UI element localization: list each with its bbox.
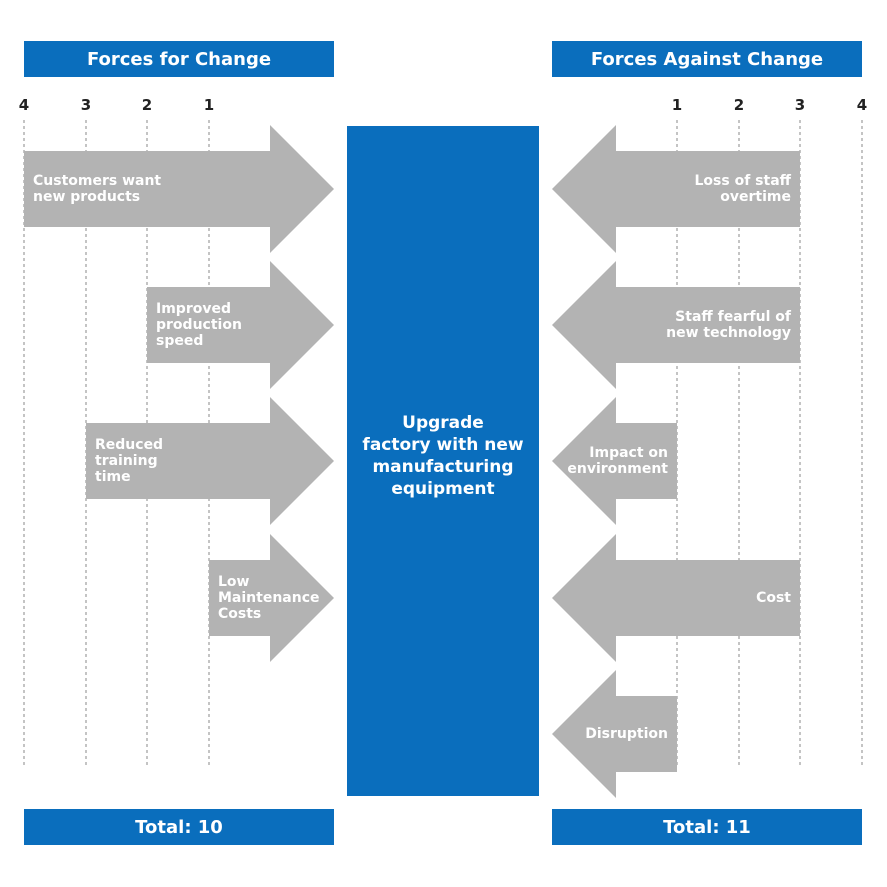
total-for: Total: 10 bbox=[24, 809, 334, 845]
scale-label-right-1: 1 bbox=[672, 96, 682, 114]
force-for-arrow-1 bbox=[24, 125, 334, 253]
scale-label-right-3: 3 bbox=[795, 96, 805, 114]
scale-label-left-2: 2 bbox=[142, 96, 152, 114]
scale-label-left-3: 3 bbox=[81, 96, 91, 114]
force-for-label-1: Customers want new products bbox=[33, 173, 162, 205]
force-for-arrow-4 bbox=[209, 534, 334, 662]
forces-for-header: Forces for Change bbox=[24, 41, 334, 77]
force-against-arrow-4 bbox=[552, 534, 800, 662]
scale-label-right-4: 4 bbox=[857, 96, 867, 114]
force-against-arrow-5 bbox=[552, 670, 677, 798]
forces-against-header-label: Forces Against Change bbox=[590, 48, 824, 70]
force-for-arrow-2 bbox=[147, 261, 334, 389]
scale-label-left-4: 4 bbox=[19, 96, 29, 114]
scale-label-left-1: 1 bbox=[204, 96, 214, 114]
total-against-label: Total: 11 bbox=[663, 816, 751, 838]
force-against-arrow-3 bbox=[552, 397, 677, 525]
total-against: Total: 11 bbox=[552, 809, 862, 845]
force-against-label-5: Disruption bbox=[585, 726, 668, 742]
force-against-arrow-1 bbox=[552, 125, 800, 253]
force-against-label-3: Impact on environment bbox=[567, 445, 668, 477]
central-change-block bbox=[347, 126, 539, 796]
total-for-label: Total: 10 bbox=[135, 816, 223, 838]
force-against-label-4: Cost bbox=[756, 590, 791, 606]
force-for-label-4: Low Maintenance Costs bbox=[218, 574, 320, 622]
force-against-label-1: Loss of staff overtime bbox=[694, 173, 791, 205]
forces-against-header: Forces Against Change bbox=[552, 41, 862, 77]
scale-label-right-2: 2 bbox=[734, 96, 744, 114]
force-against-label-2: Staff fearful of new technology bbox=[666, 309, 791, 341]
force-for-arrow-3 bbox=[86, 397, 334, 525]
force-for-label-2: Improved production speed bbox=[156, 301, 242, 349]
forces-for-header-label: Forces for Change bbox=[86, 48, 272, 70]
force-for-label-3: Reduced training time bbox=[95, 437, 164, 485]
central-change-label: Upgrade factory with new manufacturing e… bbox=[362, 413, 524, 499]
force-against-arrow-2 bbox=[552, 261, 800, 389]
